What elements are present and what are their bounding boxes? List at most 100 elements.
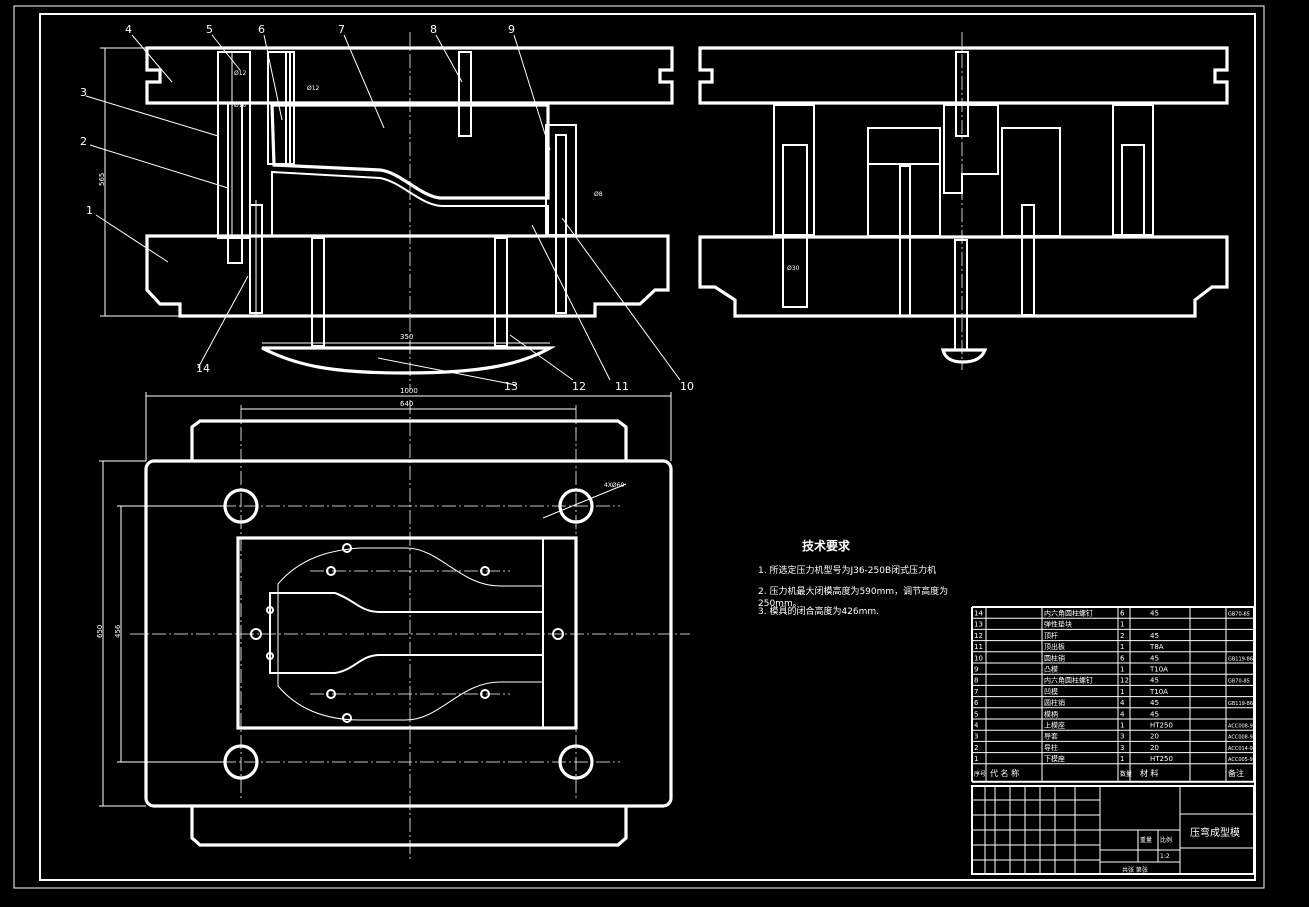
bom-row-no: 9 [974,666,978,674]
tech-notes: 技术要求 1. 所选定压力机型号为J36-250B闭式压力机 2. 压力机最大闭… [758,538,948,617]
bom-row-material: 20 [1150,744,1159,752]
callout-3: 3 [80,86,87,99]
bom-row-material: T10A [1149,688,1168,696]
callout-10: 10 [680,380,694,393]
bom-row-qty: 3 [1120,733,1124,741]
sheet-label: 共张 第张 [1122,866,1148,874]
tech-line-2: 2. 压力机最大闭模高度为590mm，调节高度为 [758,585,948,597]
bom-row-name: 顶出板 [1044,642,1065,651]
bom-row-name: 上模座 [1044,721,1065,730]
bom-row-name: 圆柱销 [1044,653,1065,662]
bom-row-qty: 12 [1120,677,1129,685]
note-hole: 4XØ60 [604,482,624,489]
bom-row-material: 45 [1150,610,1159,618]
bom-row-std: ACC005-94 [1228,757,1256,763]
callout-4: 4 [125,23,132,36]
bom-header-name: 代 名 称 [990,768,1019,778]
bom-row-name: 下模座 [1044,754,1065,763]
dim-front-bottom: 350 [400,333,413,341]
bom-row-std: GB119-86 [1228,656,1253,662]
dim-plan-inner-height: 456 [114,624,122,638]
bom-row-name: 顶杆 [1044,631,1058,640]
bom-row-std: ACC014-94 [1228,746,1256,752]
callout-12: 12 [572,380,586,393]
bom-header-std: 备注 [1228,768,1244,778]
bom-row-std: GB70-85 [1228,679,1250,685]
bom-row-qty: 6 [1120,610,1125,618]
bom-row-no: 14 [974,610,983,618]
bom-row-name: 导套 [1044,732,1058,741]
note-side: Ø30 [787,265,800,272]
bom-row-material: 20 [1150,733,1159,741]
callout-14: 14 [196,362,210,375]
bom-row-name: 凹模 [1044,687,1058,696]
drawing-title: 压弯成型模 [1190,826,1240,839]
bom-row-name: 内六角圆柱螺钉 [1044,609,1093,618]
tech-heading: 技术要求 [802,538,851,553]
bom-row-no: 2 [974,744,978,752]
bom-row-material: HT250 [1150,755,1173,763]
callout-5: 5 [206,23,213,36]
bom-row-material: 45 [1150,677,1159,685]
scale-label: 比例 [1160,836,1172,844]
bom-row-std: ACC008-94 [1228,724,1256,730]
callout-7: 7 [338,23,345,36]
bom-row-no: 5 [974,710,978,718]
dim-plan-inner-width: 640 [400,400,413,408]
scale-value: 1:2 [1160,853,1170,860]
callout-2: 2 [80,135,87,148]
bom-row-name: 导柱 [1044,743,1058,752]
callout-13: 13 [504,380,518,393]
bom-row-qty: 1 [1120,666,1124,674]
bom-row-no: 1 [974,755,978,763]
note-front-a: Ø12 [234,70,247,77]
bom-row-material: HT250 [1150,722,1173,730]
bom-header-no: 序号 [974,770,986,778]
bom-row-name: 圆柱销 [1044,698,1065,707]
bom-row-no: 10 [974,654,983,662]
bom-row-qty: 1 [1120,755,1124,763]
bom-row-no: 4 [974,722,979,730]
bom-row-qty: 6 [1120,654,1125,662]
bom-row-material: 45 [1150,710,1159,718]
dim-front-height: 565 [98,173,106,186]
callout-1: 1 [86,204,93,217]
title-block: 压弯成型模 重量 比例 1:2 共张 第张 [971,785,1255,875]
bom-row-std: GB70-85 [1228,612,1250,618]
note-front-b: Ø10 [234,102,247,109]
bom-row-no: 13 [974,621,983,629]
bom-row-no: 12 [974,632,983,640]
tech-line-3: 250mm。 [758,599,802,609]
bom-row-qty: 2 [1120,632,1124,640]
bom-row-qty: 1 [1120,643,1124,651]
tech-line-1: 1. 所选定压力机型号为J36-250B闭式压力机 [758,564,936,576]
weight-label: 重量 [1140,836,1152,844]
bom-row-no: 3 [974,733,978,741]
bom-row-material: 45 [1150,654,1159,662]
bom-row-no: 8 [974,677,978,685]
note-front-d: Ø8 [594,191,603,198]
plan-view: 1000 640 650 456 4XØ60 [96,387,690,860]
callout-11: 11 [615,380,629,393]
bom-row-std: ACC008-94 [1228,735,1256,741]
dim-plan-outer-height: 650 [96,625,104,638]
bom-row-name: 凸模 [1044,665,1058,674]
callout-9: 9 [508,23,515,36]
dim-plan-outer-width: 1000 [400,387,418,395]
bom-row-qty: 1 [1120,688,1124,696]
bom-row-qty: 1 [1120,722,1124,730]
side-view: Ø30 [698,32,1229,370]
bom-row-material: T10A [1149,666,1168,674]
bom-row-material: 45 [1150,699,1159,707]
bom-row-name: 模柄 [1044,709,1058,718]
front-view: 565 350 Ø12 Ø10 Ø12 Ø8 [85,32,681,390]
bom-row-std: GB119-86 [1228,701,1253,707]
bom-row-qty: 1 [1120,621,1124,629]
bom-row-no: 6 [974,699,979,707]
note-front-c: Ø12 [307,85,320,92]
inner-frame [39,13,1256,881]
bom-header-qty: 数量 [1120,770,1132,778]
bom-row-qty: 4 [1120,699,1125,707]
